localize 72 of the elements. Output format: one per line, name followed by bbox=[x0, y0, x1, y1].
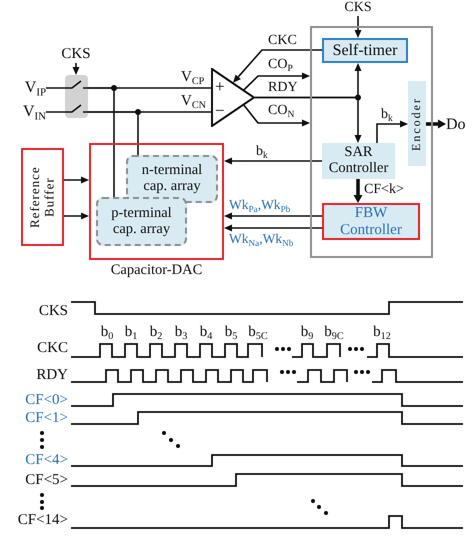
signal-label: CF<k> bbox=[364, 182, 404, 198]
arrow bbox=[255, 96, 362, 143]
signal-label: Wk$_{Na}$,Wk$_{Nb}$ bbox=[229, 231, 294, 247]
bit-label: b$_{2}$ bbox=[150, 324, 162, 340]
signal-label: CO$_{P}$ bbox=[268, 57, 293, 73]
bit-label: b$_{9}$ bbox=[300, 324, 314, 340]
signal-label: V$_{CP}$ bbox=[181, 69, 204, 85]
signal-label: b$_{k}$ bbox=[381, 107, 393, 123]
arrow bbox=[224, 224, 322, 232]
controller-box bbox=[322, 203, 420, 240]
signal-label: CF<4> bbox=[25, 452, 68, 468]
controller-panel bbox=[310, 26, 433, 258]
array-box bbox=[96, 197, 187, 246]
arrow bbox=[243, 72, 310, 91]
bit-label: b$_{12}$ bbox=[373, 324, 391, 340]
signal-label: CKC bbox=[37, 340, 68, 356]
arrow bbox=[426, 120, 446, 128]
wire bbox=[88, 111, 139, 155]
bit-label: b$_{4}$ bbox=[200, 324, 212, 340]
bit-label: b$_{5C}$ bbox=[248, 324, 268, 340]
bit-label: b$_{0}$ bbox=[100, 324, 114, 340]
arrow bbox=[376, 120, 408, 143]
signal-label: Wk$_{Pa}$,Wk$_{Pb}$ bbox=[229, 197, 290, 213]
block-title: Reference Buffer bbox=[28, 165, 57, 230]
bit-label: b$_{3}$ bbox=[174, 324, 188, 340]
polarity-sign: + bbox=[215, 78, 225, 95]
signal-label: CF<5> bbox=[25, 472, 68, 488]
input-label: V$_{IN}$ bbox=[12, 102, 46, 122]
signal-label: b$_{k}$ bbox=[256, 144, 268, 160]
wire bbox=[46, 111, 65, 113]
bit-label: b$_{1}$ bbox=[124, 324, 138, 340]
signal-label: CKS bbox=[338, 0, 378, 16]
signal-label: CO$_{N}$ bbox=[268, 103, 294, 119]
controller-box bbox=[322, 143, 395, 179]
arrow bbox=[224, 212, 322, 220]
wire bbox=[46, 87, 65, 89]
block-title: SAR Controller bbox=[328, 145, 390, 177]
signal-label: V$_{CN}$ bbox=[181, 93, 206, 109]
signal-label: CKS bbox=[38, 303, 68, 319]
block-title: n-terminal cap. array bbox=[140, 163, 204, 195]
encoder-bar bbox=[408, 81, 426, 166]
arrow bbox=[64, 212, 89, 220]
signal-label: CF<0> bbox=[25, 392, 68, 408]
signal-label: CKC bbox=[268, 33, 297, 49]
polarity-sign: − bbox=[215, 102, 225, 119]
arrow bbox=[243, 104, 310, 126]
wire bbox=[88, 87, 115, 197]
timer-box bbox=[322, 38, 408, 63]
bit-label: b$_{9C}$ bbox=[324, 324, 344, 340]
block-title: Encoder bbox=[410, 96, 424, 150]
signal-label: RDY bbox=[268, 80, 298, 96]
comparator-symbol bbox=[211, 68, 255, 127]
signal-label: CF<14> bbox=[18, 512, 68, 528]
block-title: Self-timer bbox=[332, 42, 398, 60]
arrow bbox=[233, 49, 322, 83]
arrow bbox=[224, 158, 322, 164]
signal-label: RDY bbox=[36, 367, 68, 383]
buffer-box bbox=[21, 148, 64, 246]
arrow bbox=[354, 16, 362, 38]
array-box bbox=[126, 155, 218, 203]
arrow bbox=[354, 179, 362, 203]
arrow bbox=[64, 176, 89, 184]
block-title: p-terminal cap. array bbox=[110, 206, 173, 238]
arrow bbox=[72, 63, 80, 75]
signal-label: CKS bbox=[56, 45, 96, 63]
output-label: Do bbox=[446, 115, 474, 134]
block-caption: Capacitor-DAC bbox=[110, 262, 202, 279]
input-label: V$_{IP}$ bbox=[12, 78, 46, 98]
signal-label: CF<1> bbox=[25, 410, 68, 426]
bit-label: b$_{5}$ bbox=[224, 324, 238, 340]
block-title: FBW Controller bbox=[339, 205, 403, 238]
switch-box bbox=[65, 75, 88, 118]
